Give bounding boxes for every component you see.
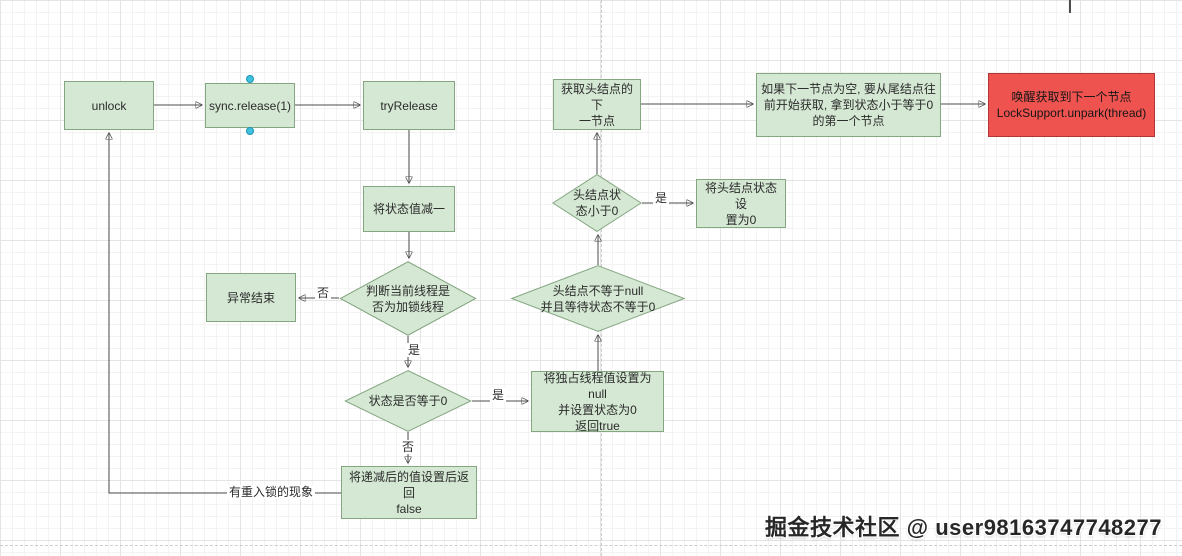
node-label: 将独占线程值设置为null 并设置状态为0 返回true: [543, 370, 652, 433]
decision-head-not-null[interactable]: 头结点不等于null 并且等待状态不等于0: [510, 265, 686, 332]
edge-label-yes[interactable]: 是: [406, 343, 423, 357]
diamond-shape: [339, 261, 477, 336]
node-next-empty-fallback[interactable]: 如果下一节点为空, 要从尾结点往 前开始获取, 拿到状态小于等于0 的第一个节点: [756, 73, 941, 137]
node-get-next-node[interactable]: 获取头结点的下 一节点: [553, 79, 641, 130]
node-try-release[interactable]: tryRelease: [363, 81, 455, 130]
node-return-false[interactable]: 将递减后的值设置后返回 false: [341, 466, 477, 519]
node-label: unlock: [91, 98, 127, 113]
watermark-text: 掘金技术社区 @ user98163747748277: [765, 515, 1162, 540]
page-divider-horizontal: [0, 545, 1182, 546]
node-label: sync.release(1): [208, 98, 292, 113]
edge-label-reentrant-note[interactable]: 有重入锁的现象: [227, 485, 316, 499]
node-label: 唤醒获取到下一个节点 LockSupport.unpark(thread): [996, 90, 1147, 120]
node-wake-next[interactable]: 唤醒获取到下一个节点 LockSupport.unpark(thread): [988, 73, 1155, 137]
node-set-null[interactable]: 将独占线程值设置为null 并设置状态为0 返回true: [531, 370, 664, 433]
node-label: 判断当前线程是 否为加锁线程: [365, 283, 450, 314]
decision-head-lt-zero[interactable]: 头结点状 态小于0: [552, 174, 642, 232]
node-set-head-zero[interactable]: 将头结点状态设 置为0: [696, 179, 786, 228]
node-label: 将头结点状态设 置为0: [704, 180, 777, 227]
node-label: 状态是否等于0: [368, 394, 448, 408]
node-decrement-state[interactable]: 将状态值减一: [363, 186, 455, 232]
decision-state-zero[interactable]: 状态是否等于0: [344, 370, 472, 432]
edge-label-no[interactable]: 否: [315, 286, 332, 300]
node-label: 异常结束: [226, 290, 275, 305]
diamond-shape: [552, 174, 642, 232]
edge-label-yes[interactable]: 是: [653, 191, 670, 205]
edge-label-yes[interactable]: 是: [490, 388, 507, 402]
edge-label-no[interactable]: 否: [400, 440, 417, 454]
node-label: tryRelease: [380, 98, 438, 113]
node-label: 头结点状 态小于0: [572, 188, 621, 218]
node-label: 将递减后的值设置后返回 false: [348, 469, 469, 516]
diamond-shape: [510, 265, 686, 332]
decision-check-thread[interactable]: 判断当前线程是 否为加锁线程: [339, 261, 477, 336]
selection-handle-bottom[interactable]: [246, 127, 254, 135]
page-divider-tick: [1069, 0, 1071, 13]
selection-handle-top[interactable]: [246, 75, 254, 83]
node-label: 获取头结点的下 一节点: [560, 81, 633, 128]
node-sync-release[interactable]: sync.release(1): [205, 83, 295, 128]
node-label: 头结点不等于null 并且等待状态不等于0: [540, 283, 656, 314]
diamond-shape: [344, 370, 472, 432]
node-label: 将状态值减一: [372, 202, 445, 216]
node-abnormal-end[interactable]: 异常结束: [206, 273, 296, 322]
node-unlock[interactable]: unlock: [64, 81, 154, 130]
node-label: 如果下一节点为空, 要从尾结点往 前开始获取, 拿到状态小于等于0 的第一个节点: [761, 82, 936, 128]
